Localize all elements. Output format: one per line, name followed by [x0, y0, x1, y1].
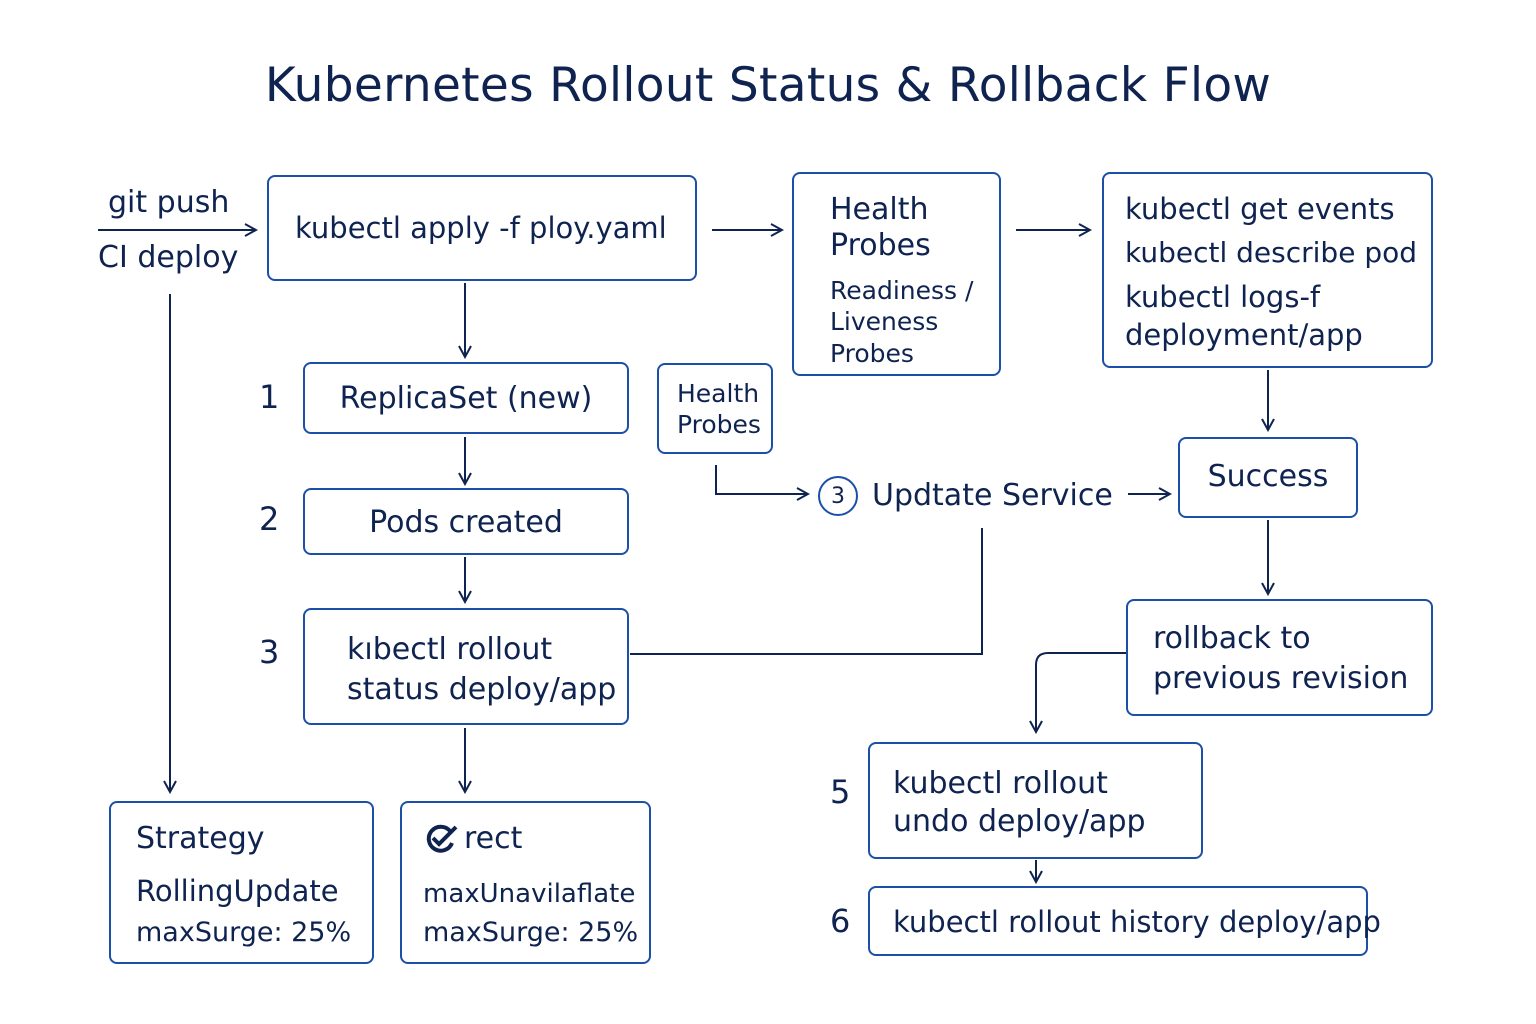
liveness-text: Liveness	[830, 307, 939, 336]
success-text: Success	[1207, 459, 1329, 494]
undo-line1: kubectl rollout	[893, 766, 1108, 801]
health-probes-box: Health Probes Readiness / Liveness Probe…	[792, 172, 1001, 376]
success-box: Success	[1178, 437, 1358, 518]
rollout-status-line2: status deploy/app	[347, 672, 617, 707]
update-service-number: 3	[818, 476, 858, 516]
git-push-label: git push	[108, 185, 230, 220]
get-events-text: kubectl get events	[1125, 192, 1395, 226]
strategy-maxsurge: maxSurge: 25%	[136, 917, 352, 948]
rollout-history-box: kubectl rollout history deploy/app	[868, 886, 1381, 956]
strategy-type: RollingUpdate	[136, 874, 339, 908]
readiness-text: Readiness /	[830, 276, 974, 305]
rect-maxunavailable: maxUnavilaflate	[423, 879, 636, 909]
pods-created-box: Pods created	[303, 488, 629, 555]
health-probes-title-2: Probes	[830, 228, 931, 263]
deployment-app-text: deployment/app	[1125, 318, 1363, 352]
diagnostics-box: kubectl get events kubectl describe pod …	[1102, 172, 1433, 368]
update-service-text: Updtate Service	[872, 478, 1113, 513]
describe-pod-text: kubectl describe pod	[1125, 236, 1418, 269]
rect-label: rect	[464, 821, 523, 856]
kubectl-apply-text: kubectl apply -f ploy.yaml	[295, 211, 667, 245]
step-number-6: 6	[830, 902, 851, 940]
rollout-status-box: kıbectl rollout status deploy/app	[303, 608, 629, 725]
health-small-line2: Probes	[677, 410, 761, 439]
rollout-status-line1: kıbectl rollout	[347, 632, 553, 667]
step-number-5: 5	[830, 773, 851, 811]
strategy-title: Strategy	[136, 821, 265, 856]
rollout-undo-box: kubectl rollout undo deploy/app	[868, 742, 1203, 859]
health-small-line1: Health	[677, 379, 760, 408]
strategy-box: Strategy RollingUpdate maxSurge: 25%	[109, 801, 374, 964]
rect-maxsurge: maxSurge: 25%	[423, 917, 639, 948]
ci-deploy-label: CI deploy	[98, 240, 239, 275]
history-text: kubectl rollout history deploy/app	[893, 905, 1381, 939]
rollback-line1: rollback to	[1153, 621, 1311, 656]
step-number-1: 1	[259, 378, 280, 416]
health-probes-small-box: Health Probes	[657, 363, 773, 454]
logs-text: kubectl logs-f	[1125, 280, 1321, 314]
pods-created-text: Pods created	[369, 505, 563, 540]
rollback-box: rollback to previous revision	[1126, 599, 1433, 716]
step-number-3: 3	[259, 633, 280, 671]
rect-box: rect maxUnavilaflate maxSurge: 25%	[400, 801, 651, 964]
health-probes-title-1: Health	[830, 192, 929, 227]
probes-text: Probes	[830, 339, 914, 368]
undo-line2: undo deploy/app	[893, 804, 1146, 839]
step-number-2: 2	[259, 500, 280, 538]
kubectl-apply-box: kubectl apply -f ploy.yaml	[267, 175, 697, 281]
rollback-line2: previous revision	[1153, 661, 1409, 696]
page-title: Kubernetes Rollout Status & Rollback Flo…	[264, 58, 1272, 113]
check-circle-icon	[426, 824, 458, 853]
replicaset-text: ReplicaSet (new)	[339, 381, 593, 416]
replicaset-box: ReplicaSet (new)	[303, 362, 629, 434]
